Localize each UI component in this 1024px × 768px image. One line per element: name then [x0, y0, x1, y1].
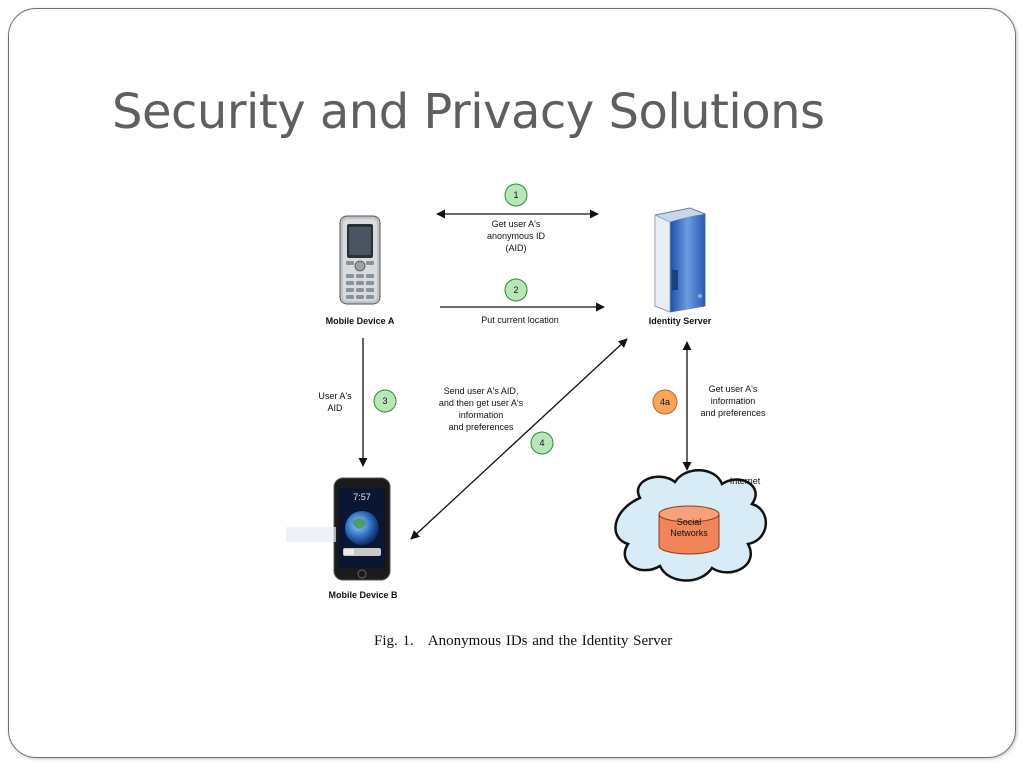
step-4a-text: Get user A's information and preferences	[700, 384, 766, 418]
faded-overlay-strip	[286, 527, 336, 542]
badge-step-3: 3	[373, 389, 397, 413]
mobile-device-a-icon	[339, 215, 381, 305]
mobile-device-b-label: Mobile Device B	[328, 590, 398, 600]
identity-server-label: Identity Server	[648, 316, 712, 326]
arrow-step-4	[410, 338, 628, 540]
figure-caption: Fig. 1. Anonymous IDs and the Identity Se…	[374, 633, 672, 650]
step-4-text: Send user A's AID, and then get user A's…	[438, 386, 524, 432]
social-networks-label: Social Networks	[670, 517, 708, 538]
svg-text:4a: 4a	[660, 397, 670, 407]
figure-caption-text: Anonymous IDs and the Identity Server	[427, 633, 673, 649]
badge-step-4a: 4a	[652, 389, 678, 415]
svg-text:1: 1	[513, 190, 518, 200]
slide-title: Security and Privacy Solutions	[112, 84, 825, 140]
identity-server-icon	[654, 207, 706, 313]
svg-text:2: 2	[513, 285, 518, 295]
svg-text:4: 4	[539, 438, 544, 448]
mobile-device-b-icon: 7:57	[333, 477, 391, 581]
svg-text:7:57: 7:57	[353, 492, 371, 502]
svg-text:3: 3	[382, 396, 387, 406]
badge-step-4: 4	[530, 431, 554, 455]
badge-step-1: 1	[504, 183, 528, 207]
social-networks-database-icon	[658, 505, 720, 555]
figure-number: Fig. 1.	[374, 633, 414, 649]
internet-label: Internet	[729, 476, 761, 486]
step-2-text: Put current location	[481, 315, 559, 325]
slide-frame	[8, 8, 1016, 758]
step-1-text: Get user A's anonymous ID (AID)	[486, 219, 546, 253]
mobile-device-a-label: Mobile Device A	[325, 316, 395, 326]
badge-step-2: 2	[504, 278, 528, 302]
step-3-text: User A's AID	[318, 391, 352, 413]
